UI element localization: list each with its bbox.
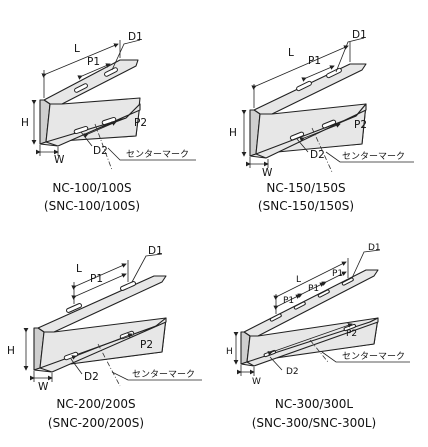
ptr-center [111, 371, 202, 381]
figure-nc-300: L P1 P1 P1 D1 H W D2 P2 センターマーク NC-300/3… [226, 243, 410, 430]
label-W: W [262, 167, 273, 179]
label-H: H [226, 347, 233, 357]
label-P1-c: P1 [332, 269, 343, 279]
caption-line2: (SNC-150/150S) [258, 199, 354, 213]
label-W: W [54, 154, 65, 166]
ptr-D1 [111, 39, 141, 71]
dim-P1-c [321, 271, 347, 286]
label-H: H [229, 127, 237, 139]
dim-P1 [301, 65, 335, 82]
label-P1: P1 [308, 55, 321, 67]
caption-line1: NC-300/300L [275, 397, 354, 411]
ptr-D2 [296, 138, 309, 153]
label-W: W [252, 377, 261, 387]
label-P2: P2 [354, 119, 367, 131]
ptr-D2 [80, 131, 93, 147]
dim-P2 [83, 121, 117, 138]
label-P2: P2 [134, 117, 147, 129]
dim-P1 [71, 273, 127, 300]
label-L: L [76, 263, 82, 275]
label-W: W [38, 381, 49, 393]
figure-nc-150: L P1 D1 H W D2 P2 センターマーク NC-150/150S (S… [229, 29, 414, 213]
ptr-D2 [269, 356, 283, 371]
label-P1-a: P1 [283, 296, 294, 306]
dim-L [41, 43, 119, 78]
label-center-mark: センターマーク [132, 369, 195, 380]
ptr-D1 [131, 253, 163, 283]
caption-line2: (SNC-300/SNC-300L) [252, 416, 377, 430]
dim-P2 [267, 323, 353, 356]
label-D2: D2 [310, 149, 325, 161]
label-H: H [21, 117, 29, 129]
label-P2: P2 [346, 329, 357, 339]
label-center-mark: センターマーク [342, 351, 405, 362]
label-P1-b: P1 [308, 284, 319, 294]
label-D1: D1 [148, 245, 163, 257]
dim-P2 [299, 123, 341, 142]
dim-P1 [77, 63, 111, 80]
bottom-flange-lip [255, 103, 367, 159]
label-D1: D1 [128, 31, 143, 43]
dim-P2 [71, 333, 133, 360]
label-D2: D2 [93, 145, 108, 157]
label-P1: P1 [87, 56, 100, 68]
label-P1: P1 [90, 273, 103, 285]
label-D1: D1 [352, 29, 367, 41]
dim-P1-b [297, 282, 325, 298]
ptr-center [107, 147, 196, 161]
ptr-D1 [335, 37, 365, 73]
caption-line2: (SNC-200/200S) [48, 416, 144, 430]
caption-line1: NC-200/200S [56, 397, 135, 411]
dim-L [273, 261, 347, 300]
ptr-center [321, 351, 410, 363]
ptr-center [325, 151, 414, 163]
dim-P1-a [273, 294, 301, 310]
label-D2: D2 [84, 371, 99, 383]
caption-line1: NC-150/150S [266, 181, 345, 195]
figure-nc-100: L P1 D1 H W D2 P2 センターマーク NC-100/100S (S… [21, 31, 196, 213]
center-line [94, 123, 113, 171]
label-D2: D2 [286, 367, 299, 377]
label-H: H [7, 345, 15, 357]
ptr-D2 [70, 358, 83, 375]
ptr-D1 [351, 249, 381, 279]
center-line [311, 127, 333, 173]
label-L: L [288, 47, 294, 59]
caption-line2: (SNC-100/100S) [44, 199, 140, 213]
label-center-mark: センターマーク [126, 149, 189, 160]
caption-line1: NC-100/100S [52, 181, 131, 195]
figure-nc-200: L P1 D1 H W D2 P2 センターマーク NC-200/200S (S… [7, 245, 202, 430]
slot-top-1 [66, 303, 82, 313]
slot-top-1 [74, 83, 88, 93]
label-L: L [74, 43, 80, 55]
label-P2: P2 [140, 339, 153, 351]
slot-top-1 [269, 313, 282, 322]
label-D1: D1 [368, 243, 381, 253]
label-L: L [296, 275, 301, 285]
label-center-mark: センターマーク [342, 151, 405, 162]
